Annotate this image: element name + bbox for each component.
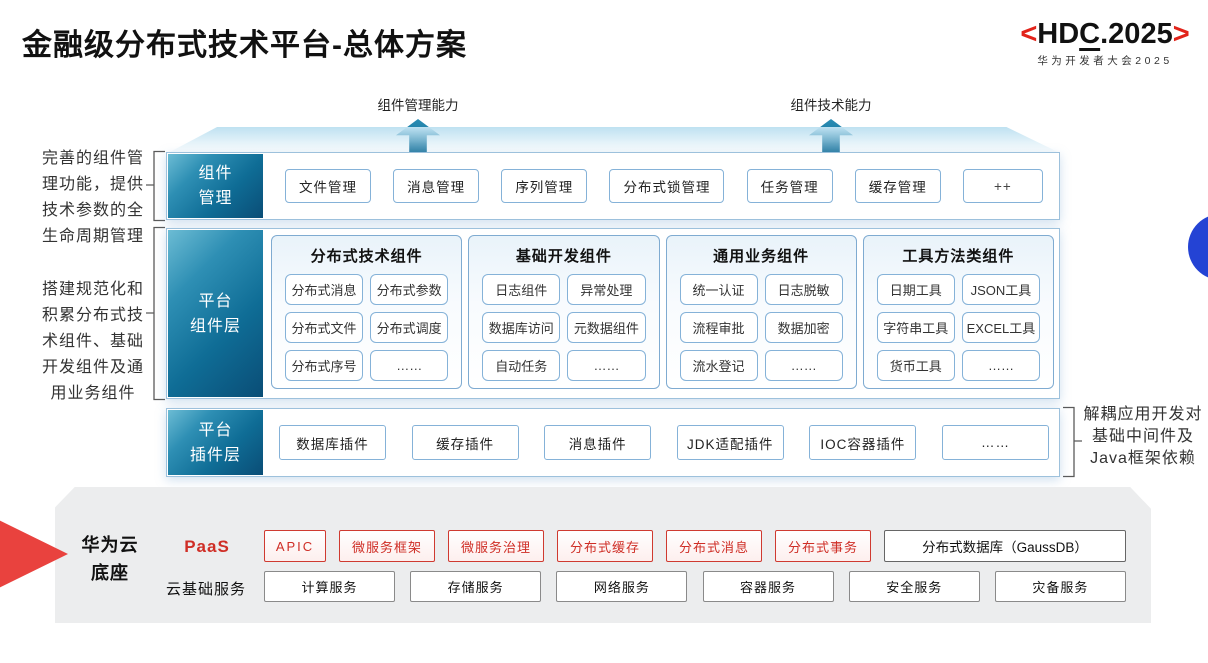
group-distributed-tech-components: 分布式技术组件 分布式消息 分布式参数 分布式文件 分布式调度 分布式序号 …… bbox=[271, 235, 463, 389]
node-ellipsis: …… bbox=[941, 425, 1049, 460]
node-distributed-message: 分布式消息 bbox=[285, 274, 364, 305]
blue-circle-decoration bbox=[1188, 214, 1208, 280]
node-task-management: 任务管理 bbox=[746, 169, 833, 203]
node-network-service: 网络服务 bbox=[556, 571, 688, 602]
node-cache-plugin: 缓存插件 bbox=[411, 425, 519, 460]
node-distributed-file: 分布式文件 bbox=[285, 312, 364, 343]
layer-label-platform-components: 平台 组件层 bbox=[168, 230, 263, 397]
note-platform-components: 搭建规范化和 积累分布式技 术组件、基础 开发组件及通 用业务组件 bbox=[41, 281, 144, 402]
node-distributed-transaction: 分布式事务 bbox=[775, 530, 871, 562]
logo-c-underlined: C bbox=[1079, 18, 1101, 50]
node-gaussdb: 分布式数据库（GaussDB） bbox=[884, 530, 1126, 562]
cloud-basic-services-label: 云基础服务 bbox=[165, 581, 246, 598]
capability-management-label: 组件管理能力 bbox=[377, 98, 459, 113]
platform-component-groups: 分布式技术组件 分布式消息 分布式参数 分布式文件 分布式调度 分布式序号 ……… bbox=[271, 235, 1054, 389]
node-security-service: 安全服务 bbox=[848, 571, 980, 602]
node-microservice-framework: 微服务框架 bbox=[339, 530, 435, 562]
layer-platform-components: 平台 组件层 分布式技术组件 分布式消息 分布式参数 分布式文件 分布式调度 分… bbox=[166, 228, 1060, 399]
node-ellipsis: …… bbox=[961, 350, 1040, 381]
node-storage-service: 存储服务 bbox=[410, 571, 542, 602]
hdc-logo-subtitle: 华为开发者大会2025 bbox=[1037, 55, 1173, 67]
right-bracket-row3 bbox=[1063, 406, 1082, 478]
node-container-service: 容器服务 bbox=[702, 571, 834, 602]
node-log-component: 日志组件 bbox=[482, 274, 561, 305]
node-data-encryption: 数据加密 bbox=[764, 312, 843, 343]
node-string-util: 字符串工具 bbox=[876, 312, 955, 343]
top-glow-decoration bbox=[168, 127, 1060, 153]
node-distributed-lock-management: 分布式锁管理 bbox=[609, 169, 725, 203]
node-sequence-management: 序列管理 bbox=[501, 169, 588, 203]
node-ellipsis: …… bbox=[370, 350, 449, 381]
node-distributed-cache: 分布式缓存 bbox=[557, 530, 653, 562]
node-workflow-approval: 流程审批 bbox=[679, 312, 758, 343]
node-apic: APIC bbox=[264, 530, 326, 562]
platform-plugin-items: 数据库插件 缓存插件 消息插件 JDK适配插件 IOC容器插件 …… bbox=[279, 409, 1049, 476]
node-date-util: 日期工具 bbox=[876, 274, 955, 305]
paas-services-row: APIC 微服务框架 微服务治理 分布式缓存 分布式消息 分布式事务 分布式数据… bbox=[264, 530, 1126, 562]
node-ellipsis: …… bbox=[567, 350, 646, 381]
node-message-plugin: 消息插件 bbox=[544, 425, 652, 460]
node-distributed-scheduling: 分布式调度 bbox=[370, 312, 449, 343]
group-basic-dev-components: 基础开发组件 日志组件 异常处理 数据库访问 元数据组件 自动任务 …… bbox=[468, 235, 660, 389]
iaas-services-row: 计算服务 存储服务 网络服务 容器服务 安全服务 灾备服务 bbox=[264, 571, 1126, 602]
note-decoupling: 解耦应用开发对 基础中间件及 Java框架依赖 bbox=[1083, 406, 1203, 467]
node-log-masking: 日志脱敏 bbox=[764, 274, 843, 305]
node-metadata-component: 元数据组件 bbox=[567, 312, 646, 343]
node-currency-util: 货币工具 bbox=[876, 350, 955, 381]
paas-label: PaaS bbox=[184, 537, 230, 556]
logo-hd: HD bbox=[1037, 18, 1080, 50]
layer-platform-plugins: 平台 插件层 数据库插件 缓存插件 消息插件 JDK适配插件 IOC容器插件 …… bbox=[166, 408, 1060, 477]
node-cache-management: 缓存管理 bbox=[854, 169, 941, 203]
node-microservice-governance: 微服务治理 bbox=[448, 530, 544, 562]
node-journal-register: 流水登记 bbox=[679, 350, 758, 381]
logo-left-bracket: < bbox=[1020, 18, 1038, 50]
hdc-logo-text: <HDC.2025> bbox=[1012, 18, 1198, 50]
huawei-cloud-base-label: 华为云 底座 bbox=[81, 535, 139, 583]
node-ioc-container-plugin: IOC容器插件 bbox=[809, 425, 917, 460]
node-plus-plus: ++ bbox=[962, 169, 1043, 203]
node-file-management: 文件管理 bbox=[285, 169, 371, 203]
hdc-logo: <HDC.2025> 华为开发者大会2025 bbox=[1012, 18, 1198, 68]
layer-label-component-management: 组件 管理 bbox=[168, 154, 263, 218]
node-message-management: 消息管理 bbox=[393, 169, 480, 203]
node-distributed-message-paas: 分布式消息 bbox=[666, 530, 762, 562]
layer-label-platform-plugins: 平台 插件层 bbox=[168, 410, 263, 475]
left-bracket-row2 bbox=[146, 226, 165, 401]
layer-component-management: 组件 管理 文件管理 消息管理 序列管理 分布式锁管理 任务管理 缓存管理 ++ bbox=[166, 152, 1060, 220]
node-excel-util: EXCEL工具 bbox=[961, 312, 1040, 343]
node-distributed-sequence: 分布式序号 bbox=[285, 350, 364, 381]
node-database-access: 数据库访问 bbox=[482, 312, 561, 343]
node-disaster-recovery-service: 灾备服务 bbox=[994, 571, 1126, 602]
node-compute-service: 计算服务 bbox=[264, 571, 395, 602]
node-json-util: JSON工具 bbox=[961, 274, 1040, 305]
node-exception-handling: 异常处理 bbox=[567, 274, 646, 305]
component-management-items: 文件管理 消息管理 序列管理 分布式锁管理 任务管理 缓存管理 ++ bbox=[285, 153, 1043, 219]
page-title: 金融级分布式技术平台-总体方案 bbox=[22, 29, 467, 62]
note-component-management: 完善的组件管 理功能，提供 技术参数的全 生命周期管理 bbox=[41, 150, 144, 245]
capability-technology-label: 组件技术能力 bbox=[790, 98, 872, 113]
node-distributed-parameter: 分布式参数 bbox=[370, 274, 449, 305]
left-bracket-row1 bbox=[146, 150, 165, 222]
node-ellipsis: …… bbox=[764, 350, 843, 381]
group-common-business-components: 通用业务组件 统一认证 日志脱敏 流程审批 数据加密 流水登记 …… bbox=[665, 235, 857, 389]
group-utility-components: 工具方法类组件 日期工具 JSON工具 字符串工具 EXCEL工具 货币工具 …… bbox=[862, 235, 1054, 389]
logo-right-bracket: > bbox=[1172, 18, 1190, 50]
node-jdk-adapter-plugin: JDK适配插件 bbox=[676, 425, 784, 460]
logo-year: .2025 bbox=[1100, 18, 1173, 50]
node-unified-auth: 统一认证 bbox=[679, 274, 758, 305]
node-auto-task: 自动任务 bbox=[482, 350, 561, 381]
node-database-plugin: 数据库插件 bbox=[279, 425, 386, 460]
